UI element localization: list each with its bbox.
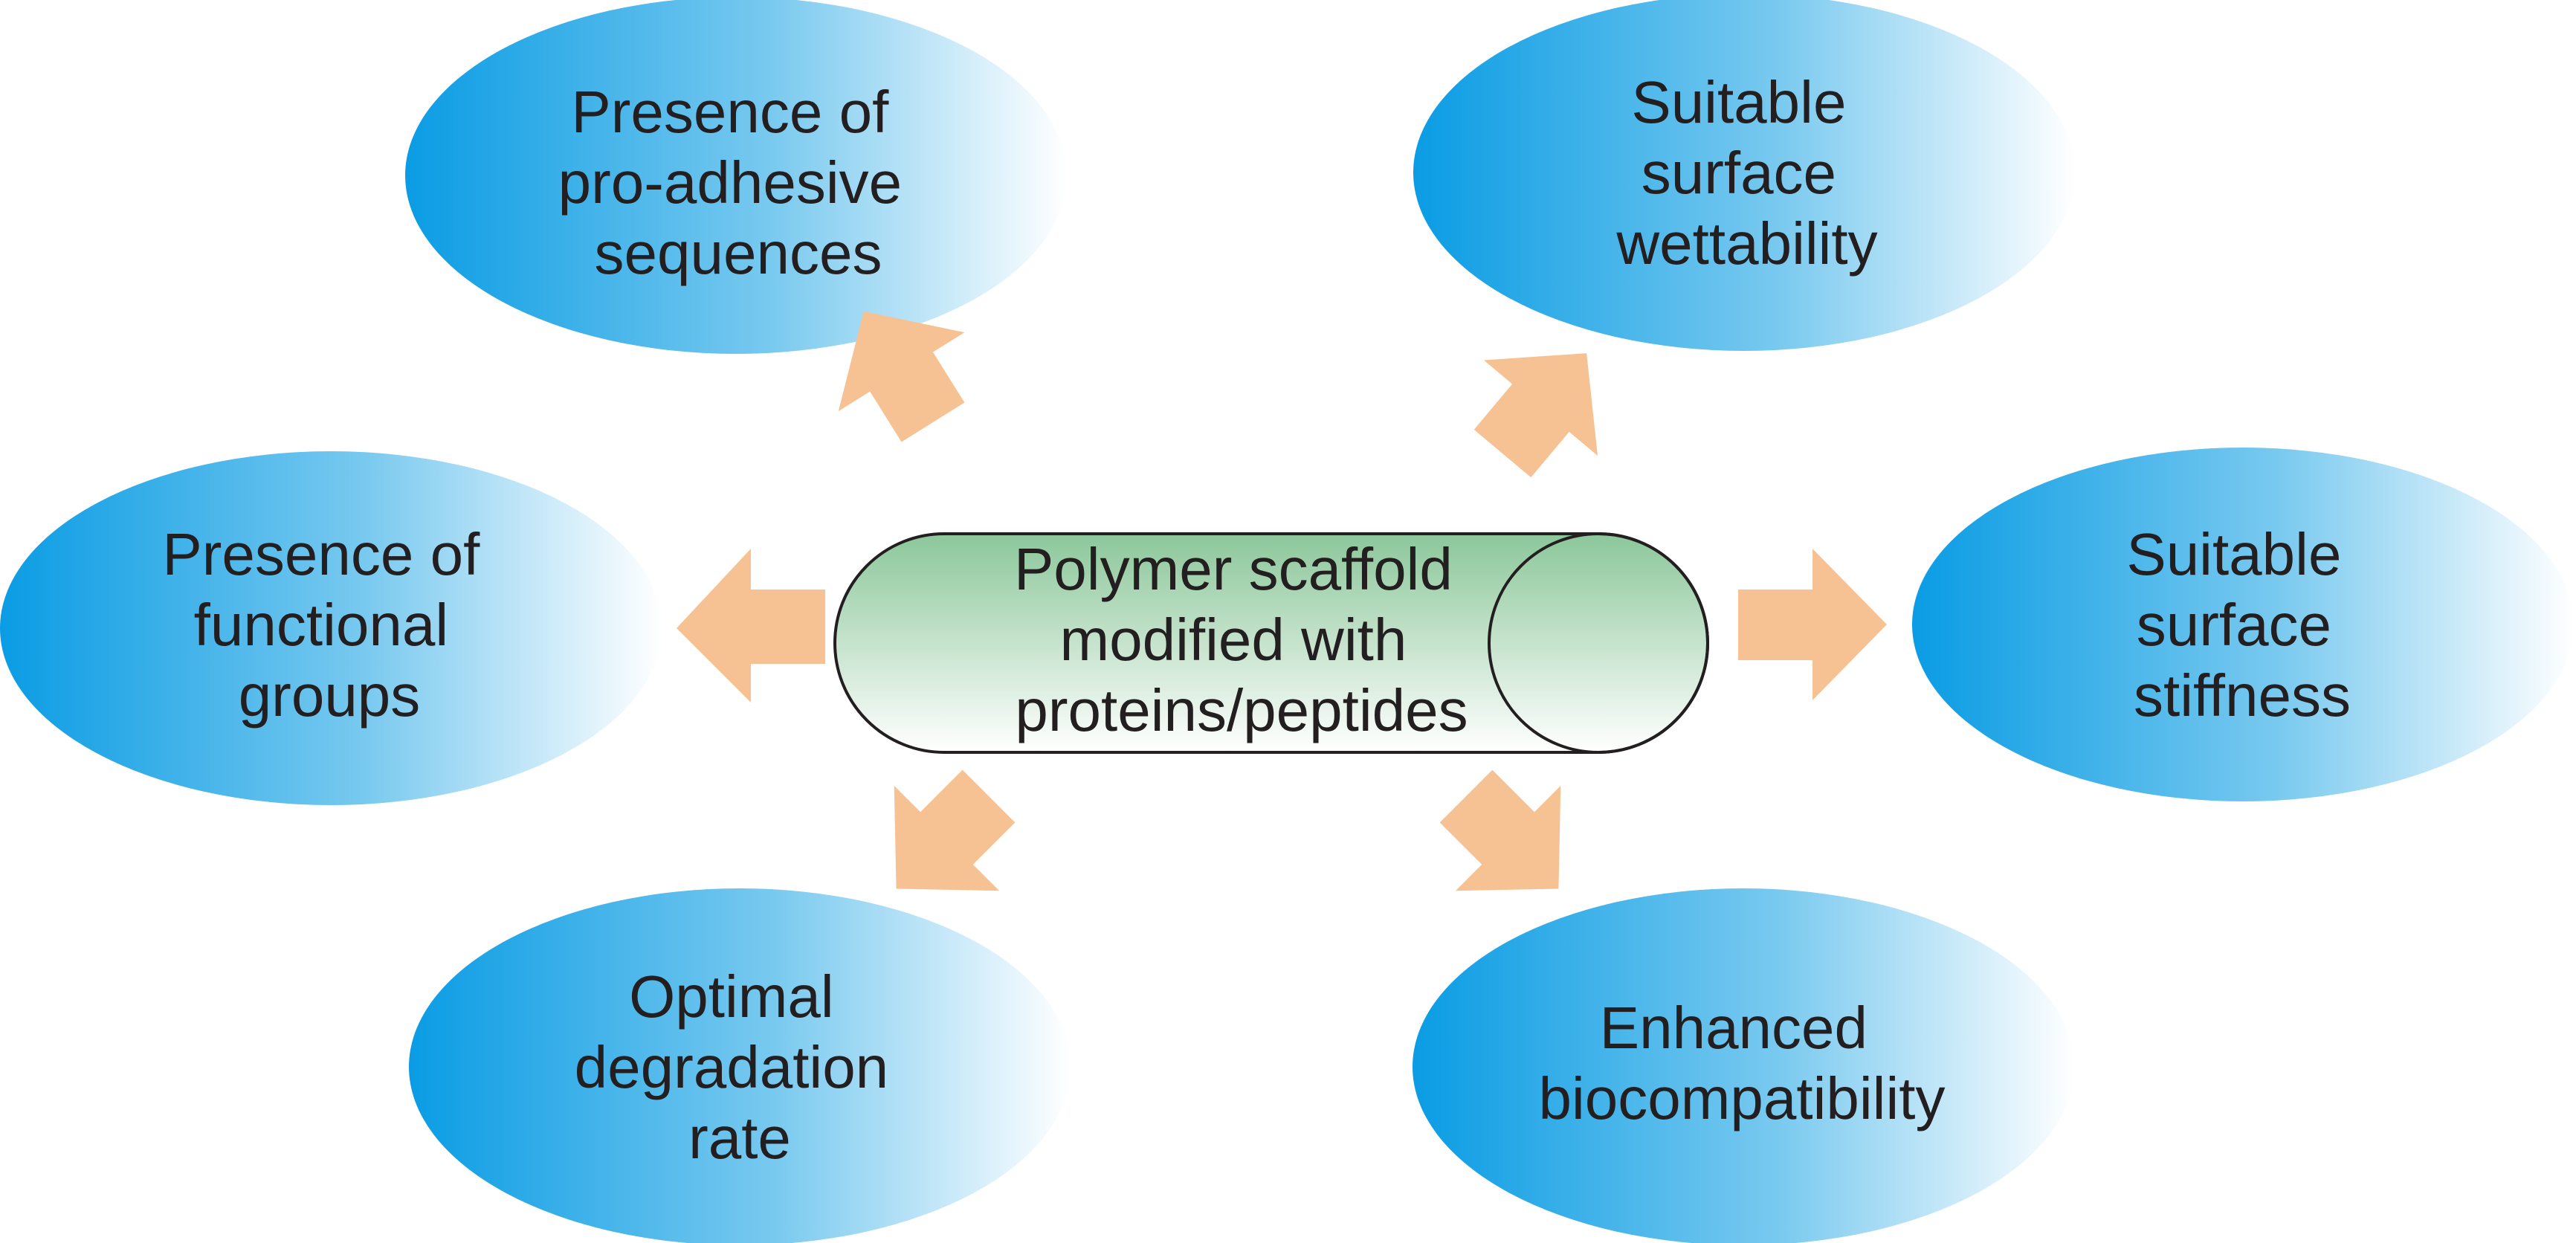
node-pro-adhesive-label: Presence of pro-adhesive sequences bbox=[558, 79, 919, 286]
node-degradation-label: Optimal degradation rate bbox=[575, 963, 906, 1171]
arrow-up-right bbox=[1473, 353, 1598, 478]
node-pro-adhesive-ellipse bbox=[405, 0, 1067, 354]
arrow-left bbox=[677, 549, 825, 703]
arrow-up-left bbox=[838, 311, 965, 442]
arrow-down-right bbox=[1439, 769, 1561, 891]
node-stiffness-ellipse bbox=[1912, 448, 2574, 801]
node-degradation-ellipse bbox=[409, 888, 1071, 1243]
cylinder-end-cap bbox=[1488, 532, 1709, 754]
node-stiffness-label: Suitable surface stiffness bbox=[2126, 521, 2357, 729]
arrow-down-left bbox=[894, 769, 1016, 891]
node-wettability-label: Suitable surface wettability bbox=[1615, 69, 1877, 277]
node-wettability-ellipse bbox=[1413, 0, 2075, 351]
arrow-right bbox=[1738, 549, 1887, 700]
node-biocompatibility-label: Enhanced biocompatibility bbox=[1539, 995, 1946, 1131]
center-scaffold-cylinder bbox=[833, 532, 1709, 754]
center-label: Polymer scaffold modified with proteins/… bbox=[1014, 536, 1469, 743]
node-functional-groups-label: Presence of functional groups bbox=[162, 521, 496, 729]
node-biocompatibility-ellipse bbox=[1413, 888, 2074, 1243]
node-functional-groups-ellipse bbox=[0, 451, 662, 805]
